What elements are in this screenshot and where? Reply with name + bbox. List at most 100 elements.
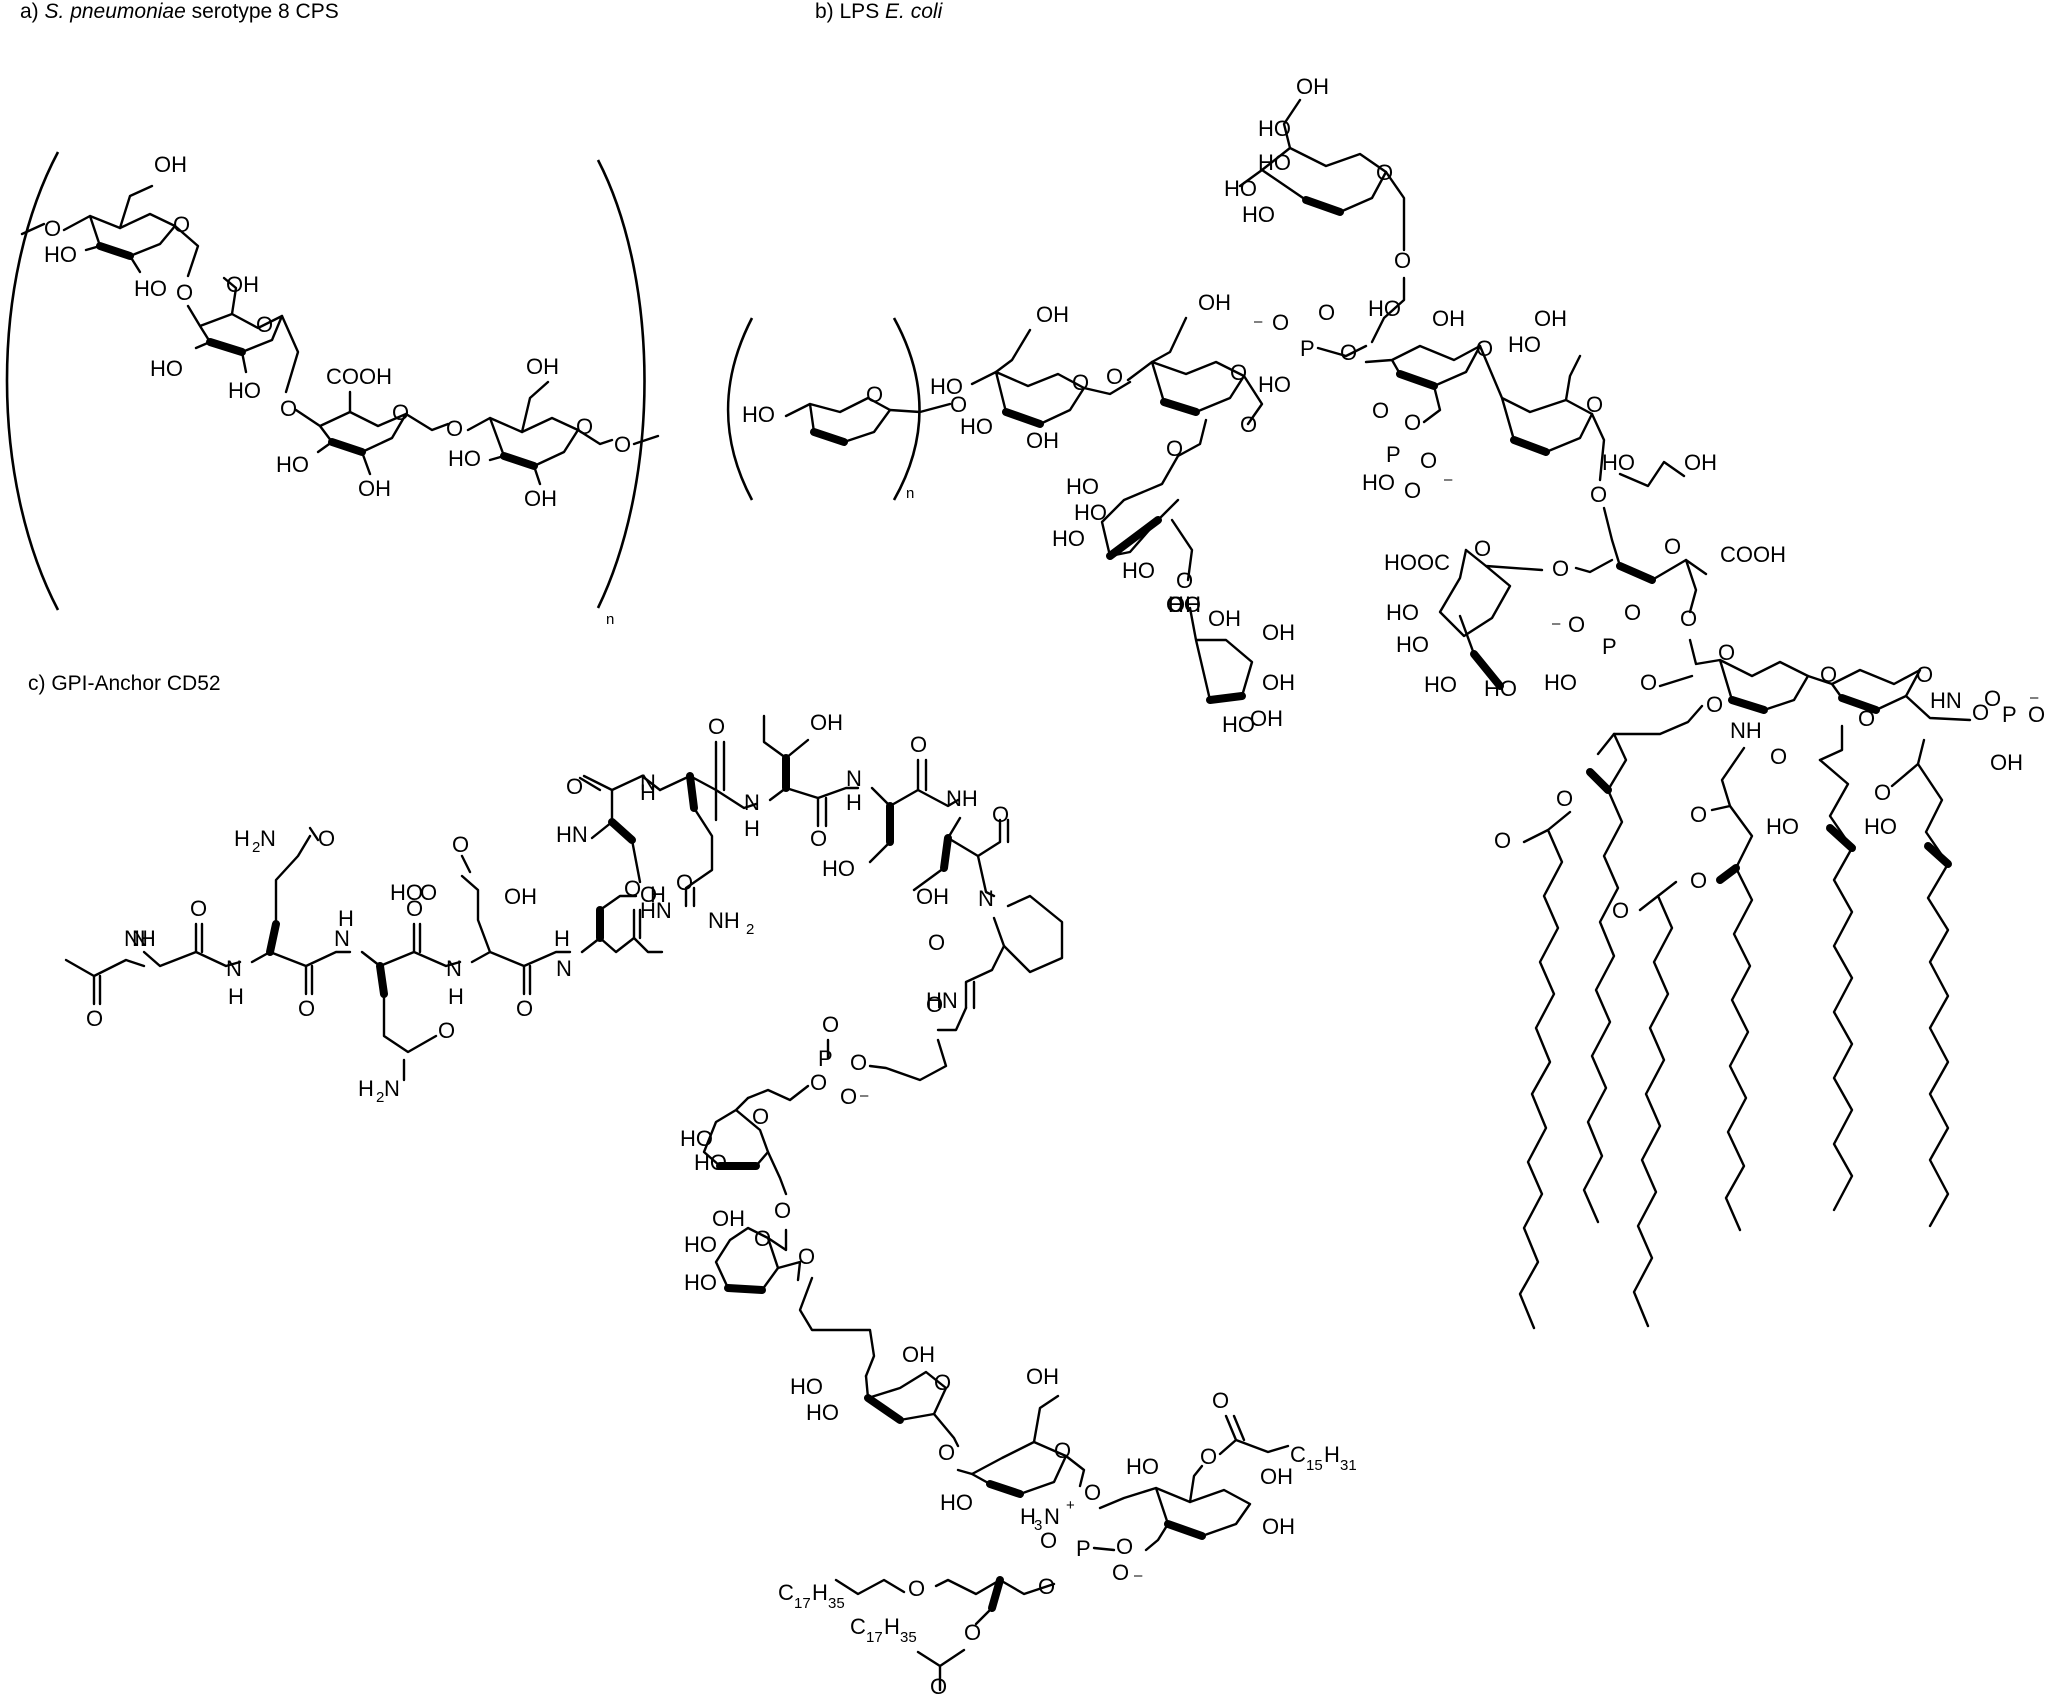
- svg-text:HO: HO: [790, 1374, 823, 1399]
- svg-text:O: O: [810, 826, 827, 851]
- svg-text:O: O: [1718, 640, 1735, 665]
- repeat-close-bracket: [596, 159, 646, 609]
- svg-text:O: O: [1706, 692, 1723, 717]
- gpi-anchor-structure: O NH N O N H O H 2 N O N H O O H 2 N N H: [64, 710, 1357, 1694]
- svg-text:O: O: [1040, 1528, 1057, 1553]
- svg-text:O: O: [676, 870, 693, 895]
- svg-text:N: N: [640, 770, 656, 795]
- svg-text:NH: NH: [1730, 718, 1762, 743]
- svg-text:O: O: [1372, 398, 1389, 423]
- svg-text:O: O: [850, 1050, 867, 1075]
- svg-text:O: O: [1394, 248, 1411, 273]
- svg-text:N: N: [334, 926, 350, 951]
- svg-text:–: –: [1254, 313, 1263, 330]
- svg-text:2: 2: [746, 921, 754, 938]
- svg-text:O: O: [406, 896, 423, 921]
- svg-text:N: N: [226, 956, 242, 981]
- svg-text:O: O: [190, 896, 207, 921]
- svg-text:HO: HO: [276, 452, 309, 477]
- svg-text:O: O: [1404, 478, 1421, 503]
- svg-text:–: –: [2030, 689, 2039, 706]
- svg-text:OH: OH: [1262, 1514, 1295, 1539]
- svg-text:O: O: [176, 280, 193, 305]
- svg-text:HO: HO: [1508, 332, 1541, 357]
- svg-text:O: O: [1690, 802, 1707, 827]
- svg-text:O: O: [930, 1674, 947, 1694]
- svg-text:N: N: [446, 956, 462, 981]
- svg-text:HO: HO: [1066, 474, 1099, 499]
- svg-text:O: O: [1116, 1534, 1133, 1559]
- svg-text:3: 3: [1034, 1517, 1042, 1534]
- svg-text:O: O: [754, 1226, 771, 1251]
- svg-text:O: O: [566, 774, 583, 799]
- svg-text:O: O: [452, 832, 469, 857]
- svg-text:H: H: [358, 1076, 374, 1101]
- svg-text:N: N: [384, 1076, 400, 1101]
- svg-text:O: O: [1084, 1480, 1101, 1505]
- svg-text:OH: OH: [524, 486, 557, 511]
- svg-text:O: O: [1568, 612, 1585, 637]
- svg-text:HO: HO: [1362, 470, 1395, 495]
- svg-text:O: O: [1770, 744, 1787, 769]
- svg-text:O: O: [1404, 410, 1421, 435]
- svg-text:O: O: [992, 802, 1009, 827]
- svg-text:O: O: [1874, 780, 1891, 805]
- svg-text:O: O: [1212, 1388, 1229, 1413]
- svg-text:OH: OH: [1250, 706, 1283, 731]
- svg-text:O: O: [1916, 662, 1933, 687]
- repeat-open-bracket: [5, 151, 60, 611]
- svg-text:HO: HO: [822, 856, 855, 881]
- svg-text:O: O: [822, 1012, 839, 1037]
- svg-text:n: n: [906, 485, 914, 502]
- svg-text:HO: HO: [1222, 712, 1255, 737]
- svg-text:O: O: [1072, 370, 1089, 395]
- svg-text:O: O: [1680, 606, 1697, 631]
- o-antigen-open-bracket: [726, 317, 754, 501]
- panel-a-label: a) S. pneumoniae serotype 8 CPS: [20, 0, 339, 23]
- svg-text:N: N: [132, 926, 148, 951]
- svg-text:OH: OH: [1432, 306, 1465, 331]
- svg-text:O: O: [964, 1620, 981, 1645]
- svg-text:C: C: [778, 1580, 794, 1605]
- svg-text:O: O: [1376, 160, 1393, 185]
- svg-text:HO: HO: [1258, 372, 1291, 397]
- svg-text:P: P: [818, 1046, 833, 1071]
- svg-text:HO: HO: [806, 1400, 839, 1425]
- svg-text:COOH: COOH: [1720, 542, 1786, 567]
- svg-text:–: –: [860, 1087, 869, 1104]
- svg-text:17: 17: [794, 1595, 811, 1612]
- svg-text:O: O: [1474, 536, 1491, 561]
- svg-text:OH: OH: [1534, 306, 1567, 331]
- svg-text:OH: OH: [1036, 302, 1069, 327]
- svg-text:O: O: [950, 392, 967, 417]
- svg-text:31: 31: [1340, 1457, 1357, 1474]
- svg-text:O: O: [866, 382, 883, 407]
- svg-text:N: N: [744, 790, 760, 815]
- svg-text:HO: HO: [150, 356, 183, 381]
- svg-text:H: H: [234, 826, 250, 851]
- svg-text:HO: HO: [940, 1490, 973, 1515]
- svg-text:OH: OH: [1198, 290, 1231, 315]
- svg-text:H: H: [554, 926, 570, 951]
- svg-text:OH: OH: [1260, 1464, 1293, 1489]
- svg-text:P: P: [1386, 442, 1401, 467]
- svg-text:O: O: [392, 400, 409, 425]
- svg-text:O: O: [1552, 556, 1569, 581]
- svg-text:O: O: [1166, 592, 1183, 617]
- svg-text:15: 15: [1306, 1457, 1323, 1474]
- svg-text:OH: OH: [526, 354, 559, 379]
- svg-text:H: H: [1324, 1442, 1340, 1467]
- svg-text:HO: HO: [228, 378, 261, 403]
- svg-text:OH: OH: [1684, 450, 1717, 475]
- svg-text:HO: HO: [1602, 450, 1635, 475]
- svg-text:HO: HO: [1122, 558, 1155, 583]
- svg-text:O: O: [926, 992, 943, 1017]
- svg-text:O: O: [624, 876, 641, 901]
- svg-text:C: C: [1290, 1442, 1306, 1467]
- svg-text:HO: HO: [684, 1270, 717, 1295]
- svg-text:H: H: [744, 816, 760, 841]
- svg-text:O: O: [1690, 868, 1707, 893]
- svg-text:O: O: [280, 396, 297, 421]
- svg-text:P: P: [1300, 336, 1315, 361]
